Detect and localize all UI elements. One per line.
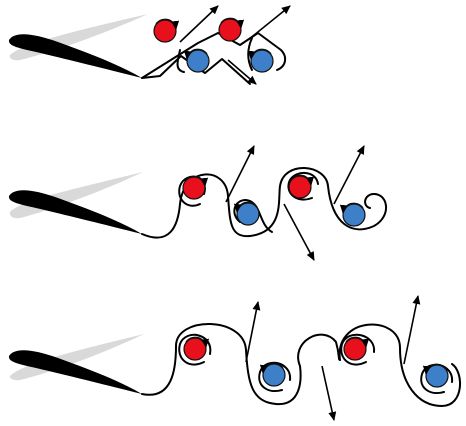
vortex-clockwise-1-top <box>153 19 177 43</box>
panel-middle <box>8 145 387 261</box>
vortex-clockwise-2-middle <box>288 175 312 199</box>
wake-curl-bottom-4 <box>420 363 454 394</box>
jet-arrow-top-3 <box>247 5 291 41</box>
jet-arrow-middle-3 <box>333 145 365 205</box>
jet-arrow-middle-2 <box>283 203 315 261</box>
rotation-arrow-ccw-2-middle <box>339 202 364 214</box>
vortex-counterclockwise-1-bottom <box>262 363 286 387</box>
vortex-clockwise-2-top <box>218 18 242 42</box>
rotation-arrow-cw-1-bottom <box>185 336 210 348</box>
vortex-counterclockwise-2-bottom <box>425 364 449 388</box>
wake-line-bottom-b <box>338 323 462 407</box>
panel-bottom <box>8 295 462 421</box>
vortex-clockwise-1-bottom <box>183 337 207 361</box>
rotation-arrow-ccw-2-top <box>247 48 272 60</box>
rotation-arrow-cw-2-top <box>220 17 245 29</box>
jet-arrow-bottom-3 <box>403 295 421 365</box>
rotation-arrow-ccw-1-top <box>183 48 208 60</box>
foil-middle <box>8 190 142 234</box>
foil-bottom <box>8 350 142 394</box>
rotation-arrow-cw-2-bottom <box>345 336 370 348</box>
rotation-arrow-ccw-1-bottom <box>259 362 284 374</box>
jet-arrow-top-1 <box>179 5 219 43</box>
rotation-arrow-cw-1-middle <box>184 175 209 187</box>
jet-arrow-bottom-1 <box>245 301 261 363</box>
wake-curl-top-1 <box>176 49 185 73</box>
vortex-clockwise-1-middle <box>182 176 206 200</box>
vortex-counterclockwise-2-middle <box>342 203 366 227</box>
wake-line-bottom <box>141 323 341 406</box>
rotation-arrow-cw-1-top <box>155 18 180 30</box>
vortex-clockwise-2-bottom <box>343 337 367 361</box>
foil-top <box>8 34 142 78</box>
rotation-arrow-ccw-1-middle <box>233 201 258 213</box>
wake-curl-bottom-3 <box>340 333 376 366</box>
jet-arrow-middle-1 <box>225 145 255 203</box>
vortex-counterclockwise-1-top <box>186 49 210 73</box>
vortex-counterclockwise-2-top <box>250 49 274 73</box>
rotation-arrow-cw-2-middle <box>290 174 315 186</box>
wake-line-middle <box>141 167 387 239</box>
panel-top <box>8 5 291 85</box>
vortex-counterclockwise-1-middle <box>236 202 260 226</box>
wake-curl-middle-3 <box>287 172 319 201</box>
rotation-arrow-ccw-2-bottom <box>422 363 447 375</box>
jet-arrow-top-2 <box>227 59 257 85</box>
jet-arrow-bottom-2 <box>321 365 337 421</box>
wake-curl-middle-2 <box>233 199 273 233</box>
